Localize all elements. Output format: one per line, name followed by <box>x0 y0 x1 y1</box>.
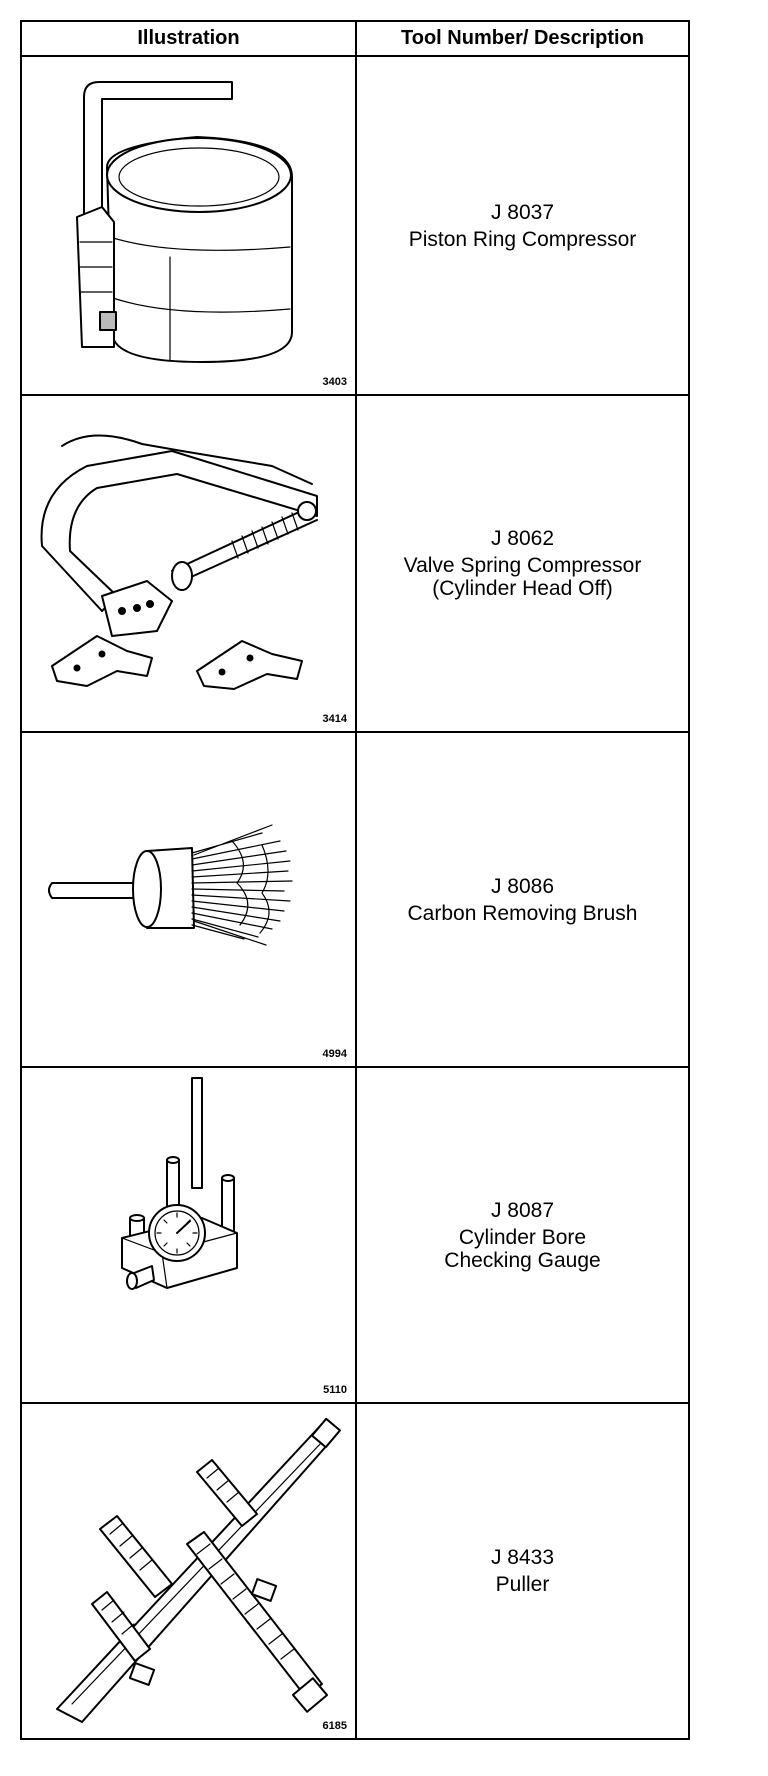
table-row: 3414 J 8062 Valve Spring Compressor (Cyl… <box>20 394 690 733</box>
table-row: 4994 J 8086 Carbon Removing Brush <box>20 731 690 1068</box>
figure-code: 4994 <box>322 1048 347 1060</box>
tool-number: J 8087 <box>490 1198 555 1222</box>
description-cell: J 8086 Carbon Removing Brush <box>355 731 690 1068</box>
special-tools-table: Illustration Tool Number/ Description <box>20 20 690 1740</box>
illustration-cell: 4994 <box>20 731 357 1068</box>
tool-number: J 8433 <box>490 1546 555 1569</box>
illustration-cell: 3414 <box>20 394 357 733</box>
tool-description: Puller <box>495 1573 550 1596</box>
piston-ring-compressor-icon <box>76 81 293 363</box>
table-row: 6185 J 8433 Puller <box>20 1402 690 1740</box>
figure-code: 3403 <box>322 376 347 388</box>
illustration-cell: 3403 <box>20 55 357 396</box>
illustration-cell: 6185 <box>20 1402 357 1740</box>
description-cell: J 8037 Piston Ring Compressor <box>355 55 690 396</box>
table-row: 3403 J 8037 Piston Ring Compressor <box>20 55 690 396</box>
tool-number: J 8037 <box>490 200 555 224</box>
tool-description: Cylinder Bore <box>458 1225 587 1249</box>
description-cell: J 8433 Puller <box>355 1402 690 1740</box>
tool-description: (Cylinder Head Off) <box>432 577 613 600</box>
figure-code: 5110 <box>323 1384 347 1396</box>
tool-description: Checking Gauge <box>444 1248 601 1272</box>
valve-spring-compressor-icon <box>40 434 318 690</box>
tool-number: J 8062 <box>490 527 555 550</box>
description-cell: J 8087 Cylinder Bore Checking Gauge <box>355 1066 690 1404</box>
description-cell: J 8062 Valve Spring Compressor (Cylinder… <box>355 394 690 733</box>
figure-code: 6185 <box>322 1720 347 1732</box>
puller-icon <box>56 1417 341 1723</box>
tool-header: Tool Number/ Description <box>355 20 690 57</box>
header-row: Illustration Tool Number/ Description <box>20 20 690 57</box>
tool-description: Piston Ring Compressor <box>408 227 637 251</box>
illustration-cell: 5110 <box>20 1066 357 1404</box>
carbon-brush-icon <box>48 824 293 946</box>
tool-description: Valve Spring Compressor <box>403 554 642 577</box>
bore-gauge-icon <box>121 1077 238 1290</box>
tool-description: Carbon Removing Brush <box>407 901 638 925</box>
tool-number: J 8086 <box>490 874 555 898</box>
illustration-header: Illustration <box>20 20 357 57</box>
figure-code: 3414 <box>322 713 347 725</box>
table-row: 5110 J 8087 Cylinder Bore Checking Gauge <box>20 1066 690 1404</box>
